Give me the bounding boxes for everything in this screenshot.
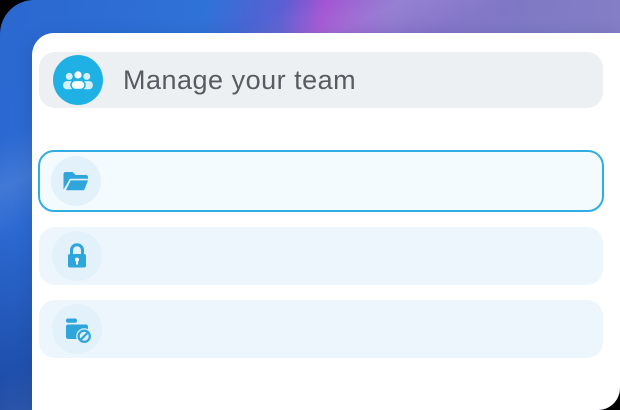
team-members-icon [63, 69, 93, 91]
menu-item-folder-blocked[interactable] [39, 300, 603, 358]
menu-item-lock[interactable] [39, 227, 603, 285]
main-card: Manage your team [32, 33, 620, 410]
open-folder-icon-circle [51, 156, 101, 206]
lock-icon [68, 243, 86, 268]
folder-blocked-icon [66, 318, 93, 345]
lock-icon-circle [52, 231, 102, 281]
menu-list [38, 150, 604, 358]
folder-blocked-icon-circle [52, 304, 102, 354]
open-folder-icon [63, 172, 90, 192]
header-bar: Manage your team [39, 52, 603, 108]
page-title: Manage your team [123, 64, 357, 95]
menu-item-open-folder[interactable] [38, 150, 604, 212]
team-avatar-circle [53, 55, 103, 105]
